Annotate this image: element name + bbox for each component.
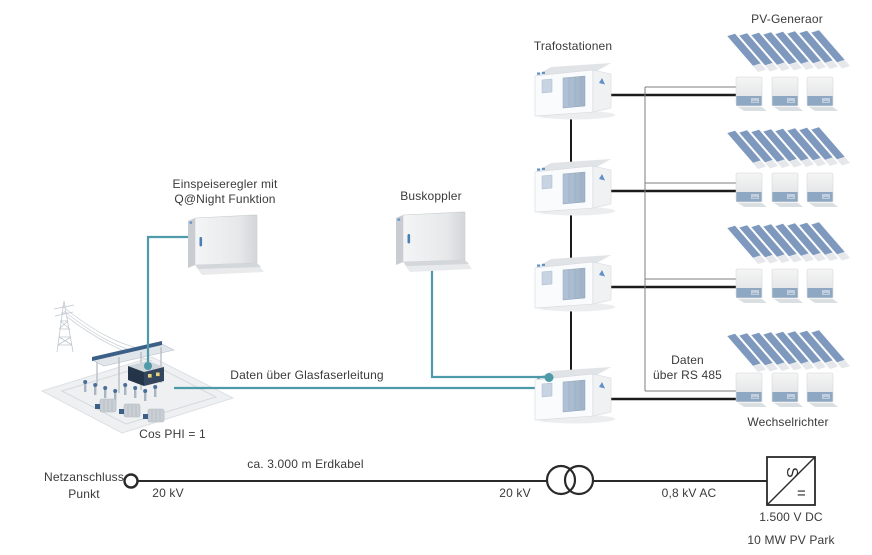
pv-generator-label: PV-Generaor xyxy=(751,12,823,26)
dc-voltage-label: 1.500 V DC xyxy=(759,510,823,524)
einspeiseregler-label-line1: Einspeiseregler mit xyxy=(172,177,278,191)
einspeiseregler-label-line2: Q@Night Funktion xyxy=(174,192,276,206)
trafostation-2 xyxy=(534,158,616,216)
fiber-node-substation xyxy=(144,362,152,370)
netzanschluss-label: Netzanschluss Punkt xyxy=(36,469,132,503)
netzanschluss-label-line1: Netzanschluss xyxy=(44,470,124,484)
rs485-label-line1: Daten xyxy=(671,353,704,367)
pv-array-3 xyxy=(726,221,851,265)
inverter-group-3 xyxy=(736,269,838,303)
transmission-tower xyxy=(53,300,75,353)
trafostation-3 xyxy=(534,254,616,312)
inverter-symbol: S = xyxy=(766,456,816,506)
wechselrichter-label: Wechselrichter xyxy=(747,415,829,429)
transformer-symbol xyxy=(545,464,595,496)
netzanschluss-label-line2: Punkt xyxy=(68,487,100,501)
inverter-group-2 xyxy=(736,173,838,207)
inverter-group-4 xyxy=(736,373,838,407)
pv-array-2 xyxy=(726,126,851,170)
buskoppler-cabinet xyxy=(395,210,473,273)
fiber-node-station xyxy=(544,373,554,382)
buskoppler-label: Buskoppler xyxy=(400,189,462,203)
ac-power-lines xyxy=(606,93,745,401)
transformer-row xyxy=(95,398,165,423)
cos-phi-label: Cos PHI = 1 xyxy=(139,427,206,441)
trafostationen-label: Trafostationen xyxy=(533,39,613,53)
single-line-diagram: S = xyxy=(123,456,816,506)
grid-connection-point-symbol xyxy=(123,473,139,489)
substation-illustration xyxy=(40,300,235,434)
inverter-dc-glyph: = xyxy=(797,485,806,502)
kv-label-mid: 20 kV xyxy=(499,486,531,500)
pv-array-1 xyxy=(726,29,851,73)
switchgear-row xyxy=(83,380,158,401)
kv-label-left: 20 kV xyxy=(152,486,184,500)
pv-park-label: 10 MW PV Park xyxy=(747,533,835,547)
kv-ac-label: 0,8 kV AC xyxy=(661,486,717,500)
trafostation-1 xyxy=(534,62,616,120)
pv-array-4 xyxy=(726,329,851,373)
einspeiseregler-cabinet xyxy=(187,213,265,276)
rs485-bus-lines xyxy=(644,86,742,392)
einspeiseregler-label: Einspeiseregler mit Q@Night Funktion xyxy=(156,177,294,207)
rs485-label: Daten über RS 485 xyxy=(630,353,745,383)
fiber-optic-links xyxy=(144,235,554,382)
glasfaser-label: Daten über Glasfaserleitung xyxy=(230,368,384,382)
control-building xyxy=(128,361,164,386)
inverter-group-1 xyxy=(736,77,838,111)
rs485-label-line2: über RS 485 xyxy=(652,368,723,382)
erdkabel-label: ca. 3.000 m Erdkabel xyxy=(247,457,364,471)
inverter-ac-glyph: S xyxy=(783,467,800,478)
